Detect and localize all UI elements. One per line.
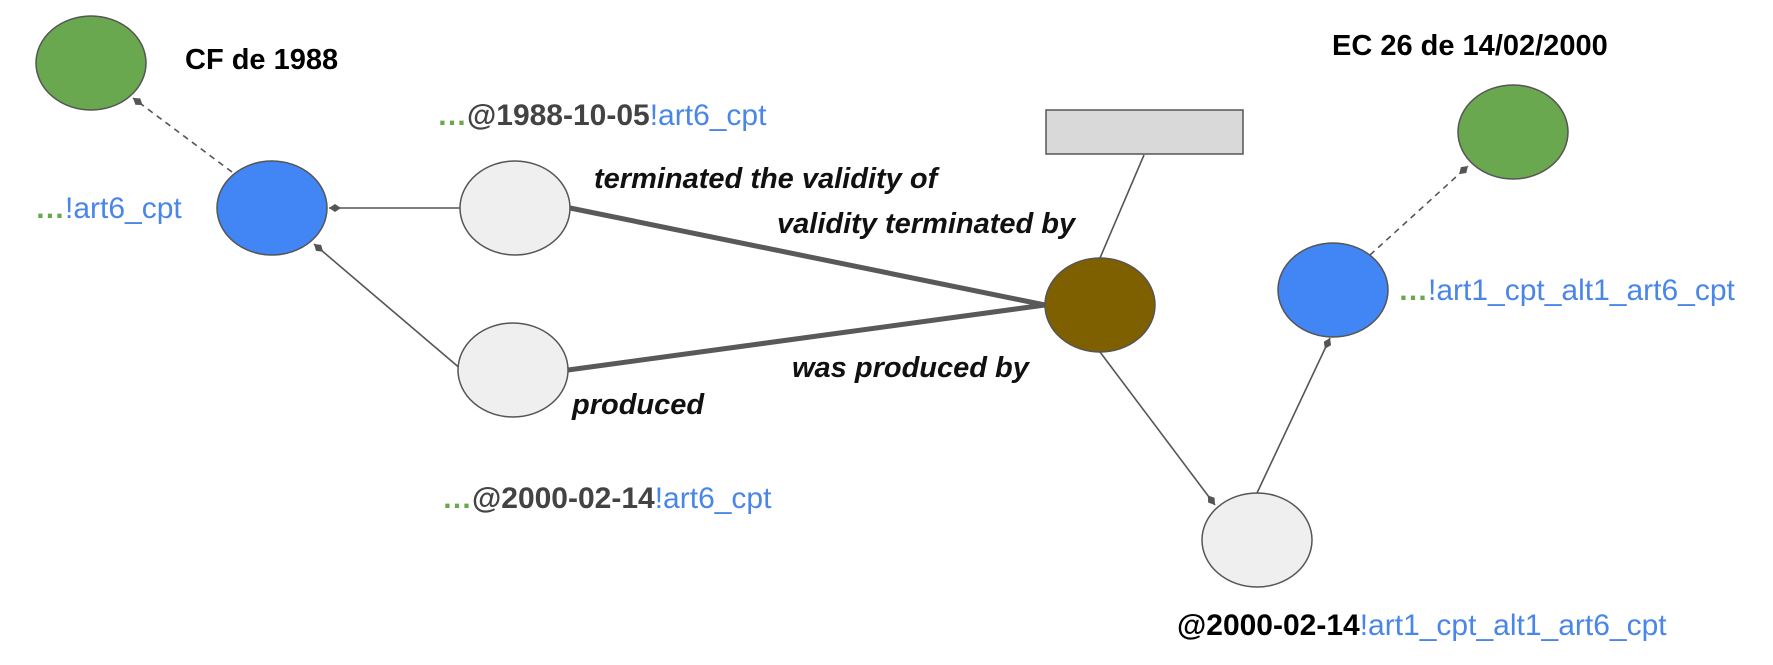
label-date: @1988-10-05	[467, 99, 650, 132]
node-art1-expr	[1201, 492, 1313, 588]
label-id: !art1_cpt_alt1_art6_cpt	[1359, 609, 1667, 642]
label-ellipsis: …	[35, 192, 65, 225]
edge-art1expr-to-art1work	[1256, 337, 1332, 494]
label-ellipsis: …	[1398, 274, 1428, 307]
label-expr-2000: …@2000-02-14!art6_cpt	[442, 484, 771, 514]
edge-art1work-to-ec26	[1369, 165, 1469, 256]
title-cf1988: CF de 1988	[185, 44, 339, 76]
relation-produced: produced	[572, 389, 705, 421]
relation-produced-by: was produced by	[792, 352, 1029, 384]
node-expr-1988	[459, 160, 571, 256]
label-rectangle	[1045, 109, 1244, 155]
label-id: !art1_cpt_alt1_art6_cpt	[1428, 274, 1735, 307]
label-ellipsis: …	[437, 99, 467, 132]
label-art1-work: …!art1_cpt_alt1_art6_cpt	[1398, 276, 1735, 306]
edge-art6-to-cf1988	[132, 97, 233, 173]
label-id: !art6_cpt	[654, 482, 772, 515]
edge-expr1988-event	[569, 205, 1046, 308]
label-expr-1988: …@1988-10-05!art6_cpt	[437, 101, 766, 131]
label-ellipsis: …	[442, 482, 472, 515]
edge-event-to-art1expr	[1099, 351, 1216, 506]
node-art1-work	[1277, 242, 1389, 338]
label-date: @2000-02-14	[472, 482, 655, 515]
relation-terminated-by: validity terminated by	[777, 208, 1076, 240]
edge-event-to-rect	[1099, 154, 1145, 259]
label-date: @2000-02-14	[1177, 609, 1360, 642]
edge-expr2000-event	[567, 302, 1046, 373]
label-art1-expr: @2000-02-14!art1_cpt_alt1_art6_cpt	[1177, 611, 1667, 641]
node-art6-work	[216, 160, 328, 256]
node-event	[1044, 257, 1156, 353]
label-art6-work: …!art6_cpt	[35, 194, 182, 224]
title-ec26: EC 26 de 14/02/2000	[1332, 30, 1608, 62]
node-ec26	[1457, 84, 1569, 180]
label-id: !art6_cpt	[65, 192, 182, 225]
relation-terminated: terminated the validity of	[594, 163, 938, 195]
edge-expr2000-to-art6	[313, 243, 463, 371]
label-id: !art6_cpt	[649, 99, 767, 132]
node-cf1988	[35, 15, 147, 111]
node-expr-2000	[457, 322, 569, 418]
